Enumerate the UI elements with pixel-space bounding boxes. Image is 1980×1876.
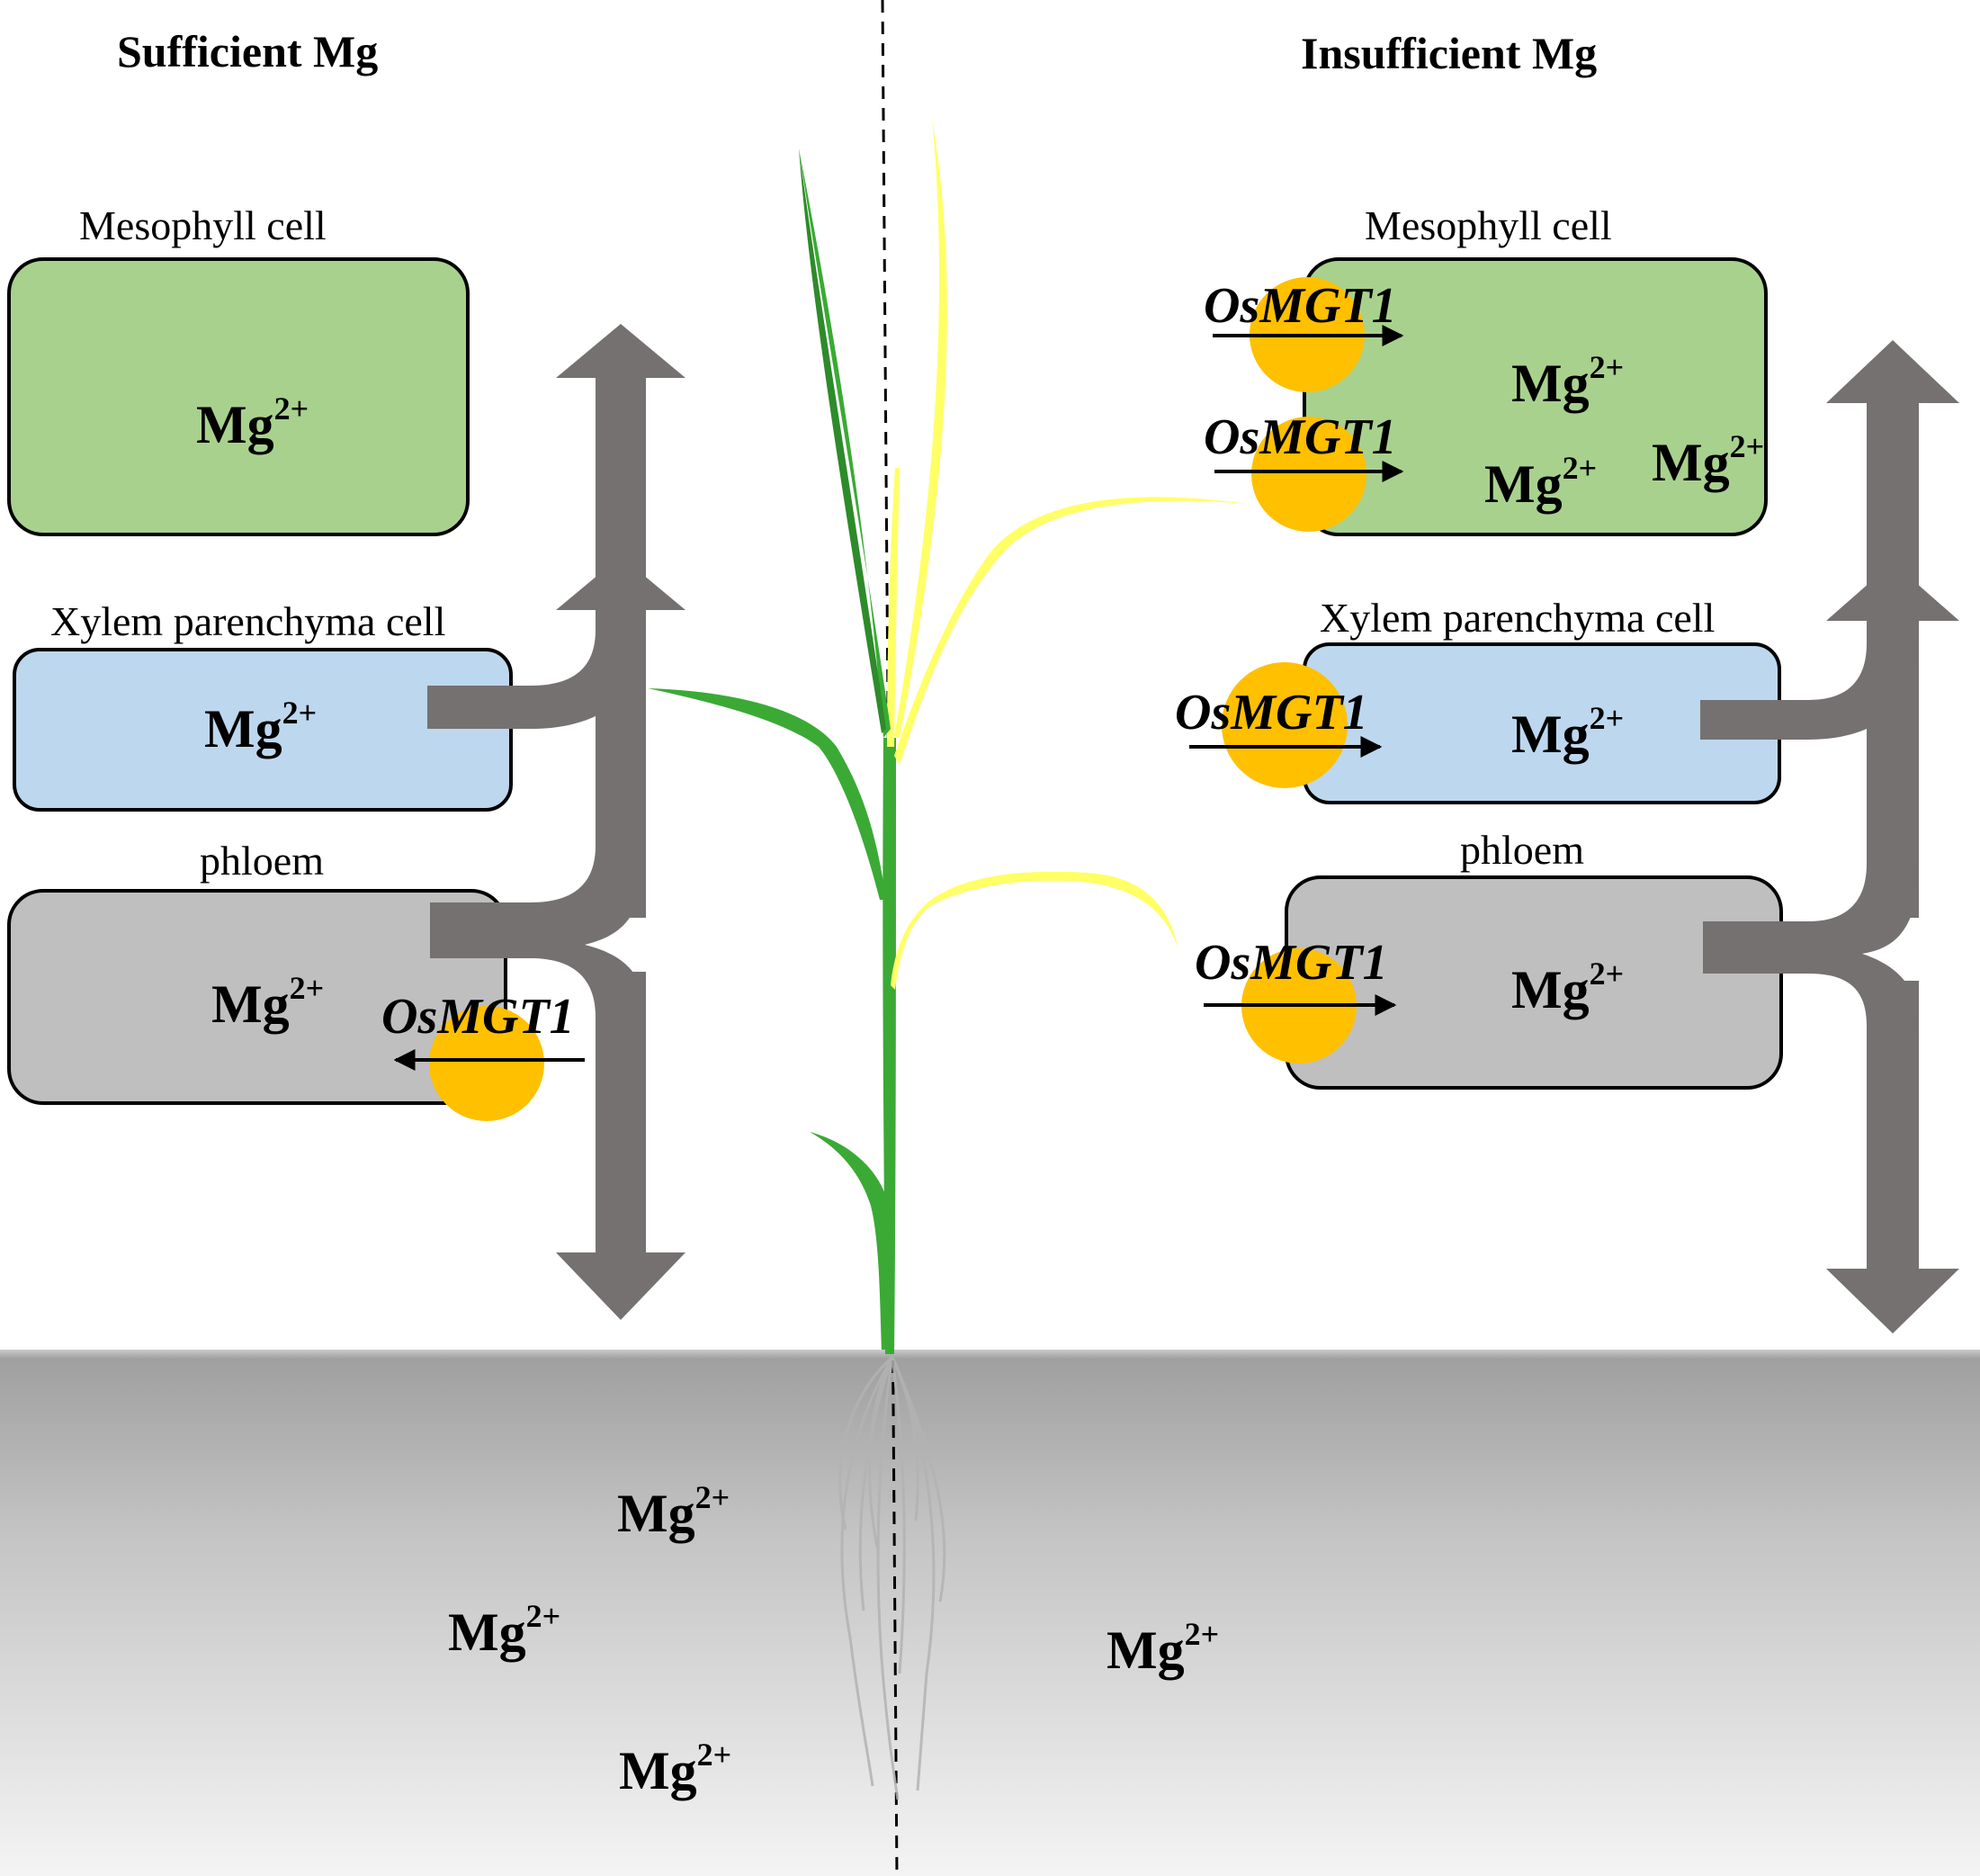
stem-upper-yellow (887, 468, 900, 747)
ion-soil-right: Mg2+ (1106, 1616, 1220, 1680)
right-phloem-label: phloem (1460, 827, 1584, 873)
left-mesophyll-cell (7, 257, 470, 536)
left-upward-arrow (556, 324, 685, 918)
ion-right-phloem: Mg2+ (1511, 956, 1625, 1019)
soil (0, 1350, 1980, 1876)
left-xylem-branch (427, 630, 646, 729)
right-upward-arrow (1826, 340, 1959, 918)
rice-plant (648, 119, 1246, 1800)
soil-edge-blur (0, 1339, 1980, 1359)
left-phloem-branch (430, 846, 646, 1017)
right-mesophyll-cell (1303, 257, 1768, 536)
gene-label-right-mesophyll-1: OsMGT1 (1204, 278, 1397, 334)
ion-soil-left-1: Mg2+ (617, 1479, 730, 1543)
ion-soil-left-2: Mg2+ (448, 1598, 561, 1662)
leaf-green-mid (648, 688, 886, 900)
leaf-yellow-tall (894, 119, 947, 738)
right-flow-arrows (1700, 340, 1959, 1333)
left-xylem-label: Xylem parenchyma cell (50, 598, 446, 644)
left-mid-arrowhead (556, 556, 685, 610)
ion-left-phloem: Mg2+ (211, 970, 325, 1034)
leaf-green-tall-shade (799, 148, 886, 733)
title-insufficient-mg: Insufficient Mg (1301, 28, 1598, 78)
leaf-yellow-upper (894, 497, 1246, 765)
leaf-yellow-lower (891, 871, 1178, 990)
gene-label-left-phloem: OsMGT1 (381, 989, 575, 1045)
left-phloem-transporter (429, 1006, 544, 1121)
ion-left-mesophyll: Mg2+ (196, 390, 309, 454)
right-downward-arrow (1826, 981, 1959, 1333)
left-mesophyll-label: Mesophyll cell (79, 202, 327, 248)
gene-label-right-xylem: OsMGT1 (1175, 685, 1368, 741)
title-sufficient-mg: Sufficient Mg (117, 26, 379, 76)
ion-right-mesophyll-3: Mg2+ (1652, 428, 1765, 492)
left-xylem-cell (13, 648, 513, 812)
left-phloem-label: phloem (200, 838, 324, 884)
ion-soil-left-3: Mg2+ (619, 1737, 732, 1800)
right-mesophyll-transporter-2 (1251, 417, 1366, 532)
ion-right-xylem: Mg2+ (1511, 700, 1625, 764)
right-mesophyll-label: Mesophyll cell (1365, 202, 1612, 248)
roots (838, 1355, 946, 1800)
gene-label-right-phloem: OsMGT1 (1195, 935, 1388, 991)
left-phloem-cell (7, 889, 507, 1105)
ion-right-mesophyll-2: Mg2+ (1484, 450, 1598, 514)
leaf-green-tall (799, 148, 891, 738)
right-mid-arrowhead (1826, 562, 1959, 621)
left-downward-arrow (556, 972, 685, 1320)
ion-right-mesophyll-1: Mg2+ (1511, 349, 1625, 413)
right-xylem-transporter (1222, 662, 1348, 788)
right-xylem-label: Xylem parenchyma cell (1320, 595, 1716, 641)
gene-label-right-mesophyll-2: OsMGT1 (1204, 409, 1397, 465)
right-xylem-branch (1700, 643, 1919, 740)
right-phloem-branch (1703, 864, 1919, 1026)
leaf-green-low (810, 1132, 890, 1350)
ion-left-xylem: Mg2+ (204, 695, 318, 758)
left-flow-arrows (427, 324, 685, 1320)
